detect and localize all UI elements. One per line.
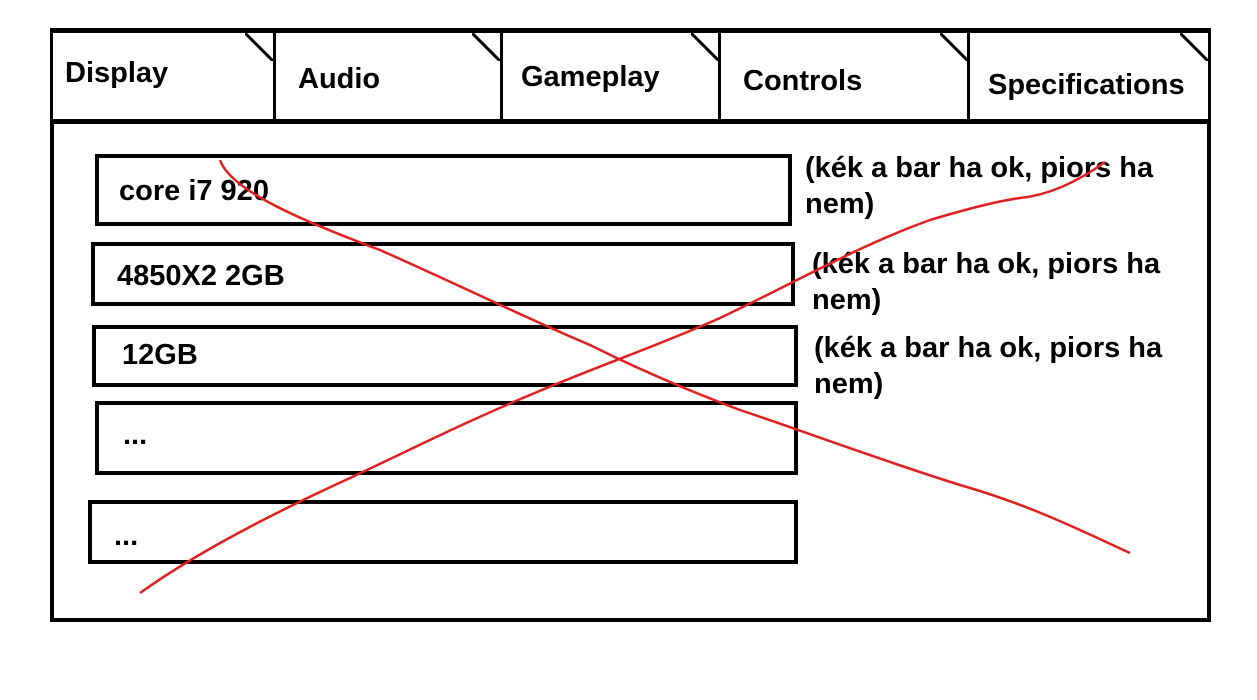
tab-controls[interactable]: Controls: [718, 30, 971, 122]
tab-specifications-label: Specifications: [988, 69, 1185, 101]
spec-value-gpu: 4850X2 2GB: [117, 260, 285, 292]
folded-corner-icon: [940, 33, 968, 61]
tab-gameplay-label: Gameplay: [521, 61, 660, 93]
tab-controls-label: Controls: [743, 65, 863, 97]
folded-corner-icon: [245, 33, 273, 61]
spec-field-placeholder-1[interactable]: ...: [95, 401, 798, 475]
tab-audio[interactable]: Audio: [273, 30, 503, 122]
spec-note-ram: (kék a bar ha ok, piors ha nem): [814, 332, 1163, 400]
spec-value-placeholder-2: ...: [114, 520, 139, 552]
tab-display[interactable]: Display: [50, 30, 276, 122]
spec-note-cpu: (kék a bar ha ok, piors ha nem): [805, 152, 1154, 220]
spec-value-placeholder-1: ...: [123, 419, 148, 451]
spec-value-cpu: core i7 920: [119, 175, 269, 207]
folded-corner-icon: [472, 33, 500, 61]
folded-corner-icon: [1180, 33, 1208, 61]
tab-gameplay[interactable]: Gameplay: [500, 30, 722, 122]
tab-audio-label: Audio: [298, 63, 381, 95]
spec-field-ram[interactable]: 12GB: [92, 325, 798, 387]
folded-corner-icon: [691, 33, 719, 61]
spec-note-gpu: (kék a bar ha ok, piors ha nem): [812, 248, 1161, 316]
spec-value-ram: 12GB: [122, 339, 198, 371]
tab-display-label: Display: [65, 57, 169, 89]
spec-field-placeholder-2[interactable]: ...: [88, 500, 798, 564]
tab-specifications[interactable]: Specifications: [967, 30, 1211, 122]
spec-field-cpu[interactable]: core i7 920: [95, 154, 792, 226]
tab-strip-divider: [50, 120, 1211, 124]
spec-field-gpu[interactable]: 4850X2 2GB: [91, 242, 795, 306]
